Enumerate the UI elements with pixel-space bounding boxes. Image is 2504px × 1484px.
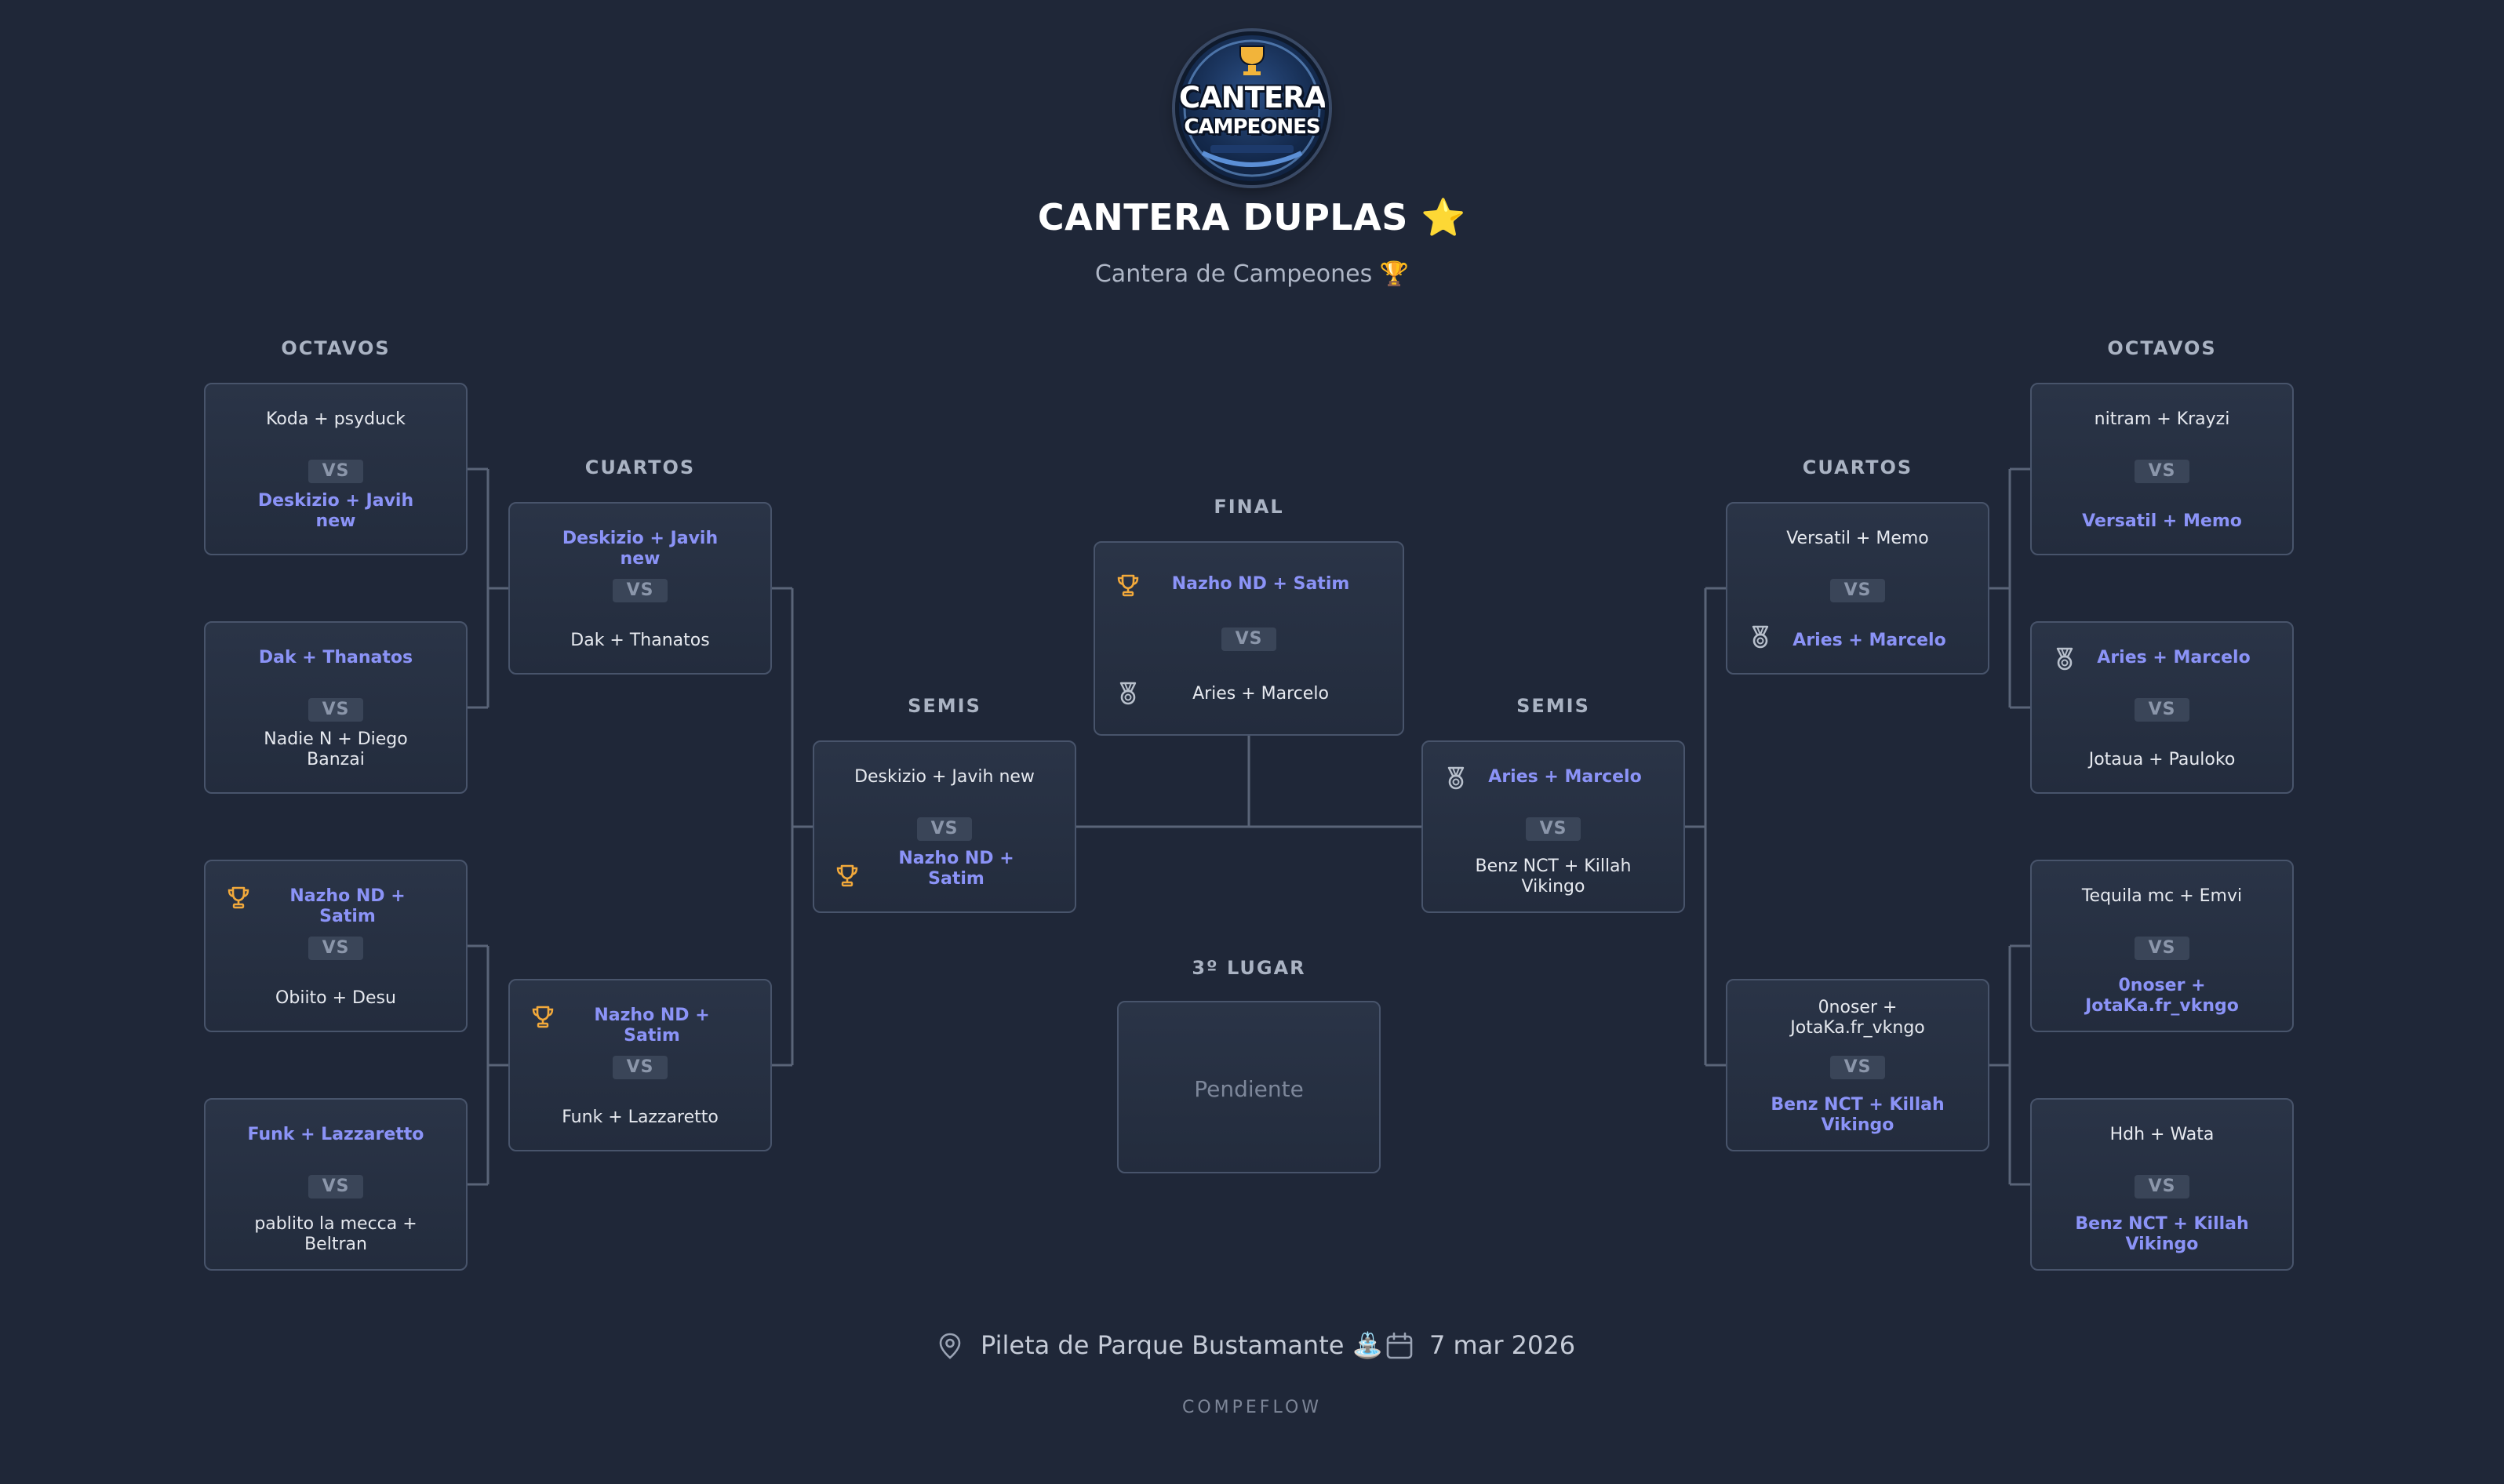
round-label-octavos-left: OCTAVOS [281,337,391,359]
trophy-icon [1116,573,1141,598]
vs-badge: VS [308,460,363,483]
team-top: Versatil + Memo [1786,529,1929,548]
event-footer: Pileta de Parque Bustamante ⛲ 7 mar 2026 [0,1326,2504,1365]
match-third-place[interactable]: Pendiente [1117,1001,1381,1173]
vs-badge: VS [613,1056,668,1079]
team-top: Deskizio + Javih new [854,767,1035,787]
vs-badge: VS [917,817,972,841]
winner-team-top: Aries + Marcelo [2097,648,2251,667]
star-emoji: ⭐ [1421,196,1467,238]
winner-team-bottom: Deskizio + Javih new [257,491,414,531]
round-label-octavos-right: OCTAVOS [2107,337,2217,359]
team-bottom: Funk + Lazzaretto [562,1108,719,1127]
team-bottom: Benz NCT + Killah Vikingo [1475,857,1632,897]
match-octavos-left-4[interactable]: Funk + Lazzaretto pablito la mecca + Belt… [204,1098,468,1271]
winner-team-top: Deskizio + Javih new [562,529,719,569]
winner-team-top: Aries + Marcelo [1488,767,1642,787]
page-subtitle: Cantera de Campeones 🏆 [0,260,2504,288]
event-location: Pileta de Parque Bustamante ⛲ [937,1326,1383,1365]
event-date: 7 mar 2026 [1385,1326,1575,1365]
winner-team-bottom: 0noser + JotaKa.fr_vkngo [2085,976,2239,1016]
map-pin-icon [939,1333,961,1359]
location-text: Pileta de Parque Bustamante [981,1330,1345,1360]
vs-badge: VS [2135,460,2189,483]
winner-team-top: Nazho ND + Satim [1171,574,1350,594]
team-top: Tequila mc + Emvi [2081,886,2243,906]
match-octavos-right-3[interactable]: Tequila mc + Emvi 0noser + JotaKa.fr_vkng… [2030,860,2294,1032]
team-bottom: Aries + Marcelo [1192,684,1329,704]
round-label-final: FINAL [1214,496,1284,518]
round-label-semis-left: SEMIS [908,695,981,717]
team-top: nitram + Krayzi [2094,409,2230,429]
winner-team-bottom: Aries + Marcelo [1792,631,1946,650]
winner-team-top: Nazho ND + Satim [289,886,406,926]
winner-team-top: Funk + Lazzaretto [247,1125,424,1144]
trophy-icon [835,863,860,888]
title-text: CANTERA DUPLAS [1037,196,1408,238]
team-bottom: Jotaua + Pauloko [2088,750,2236,769]
vs-badge: VS [308,698,363,722]
subtitle-text: Cantera de Campeones [1094,260,1373,288]
team-bottom: Nadie N + Diego Banzai [264,729,408,769]
winner-team-bottom: Benz NCT + Killah Vikingo [2075,1214,2249,1254]
medal-icon [1116,681,1141,706]
winner-team-bottom: Nazho ND + Satim [898,849,1014,889]
team-top: 0noser + JotaKa.fr_vkngo [1790,998,1925,1038]
medal-icon [1748,624,1773,649]
page-title: CANTERA DUPLAS ⭐ [0,196,2504,239]
team-top: Hdh + Wata [2109,1125,2215,1144]
medal-icon [1443,766,1469,791]
date-text: 7 mar 2026 [1429,1330,1576,1360]
pending-status: Pendiente [1194,1076,1304,1102]
winner-team-top: Nazho ND + Satim [594,1006,710,1046]
vs-badge: VS [2135,698,2189,722]
vs-badge: VS [2135,1175,2189,1198]
team-bottom: Obiito + Desu [275,988,396,1008]
cantera-campeones-logo: CANTERA CAMPEONES [1175,31,1329,185]
location-emoji: ⛲ [1352,1330,1384,1360]
vs-badge: VS [1221,627,1276,651]
round-label-cuartos-right: CUARTOS [1802,456,1913,478]
team-bottom: Dak + Thanatos [570,631,710,650]
round-label-semis-right: SEMIS [1516,695,1590,717]
winner-team-bottom: Benz NCT + Killah Vikingo [1771,1095,1945,1135]
team-top: Koda + psyduck [266,409,406,429]
logo-text-campeones: CAMPEONES [1184,115,1320,139]
vs-badge: VS [308,1175,363,1198]
logo-art [1183,39,1321,177]
vs-badge: VS [2135,937,2189,960]
winner-team-bottom: Versatil + Memo [2082,511,2242,531]
team-bottom: pablito la mecca + Beltran [254,1214,417,1254]
brand-footer: COMPEFLOW [1181,1398,1323,1417]
medal-icon [2052,646,2077,671]
vs-badge: VS [1830,1056,1885,1079]
round-label-third-place: 3º LUGAR [1192,957,1306,979]
logo-text-cantera: CANTERA [1179,81,1327,115]
vs-badge: VS [613,579,668,602]
winner-team-top: Dak + Thanatos [258,648,413,667]
trophy-icon [530,1004,555,1029]
vs-badge: VS [1830,579,1885,602]
vs-badge: VS [1526,817,1581,841]
calendar-icon [1386,1332,1413,1359]
round-label-cuartos-left: CUARTOS [584,456,696,478]
trophy-emoji: 🏆 [1379,260,1410,288]
vs-badge: VS [308,937,363,960]
trophy-icon [226,885,251,910]
